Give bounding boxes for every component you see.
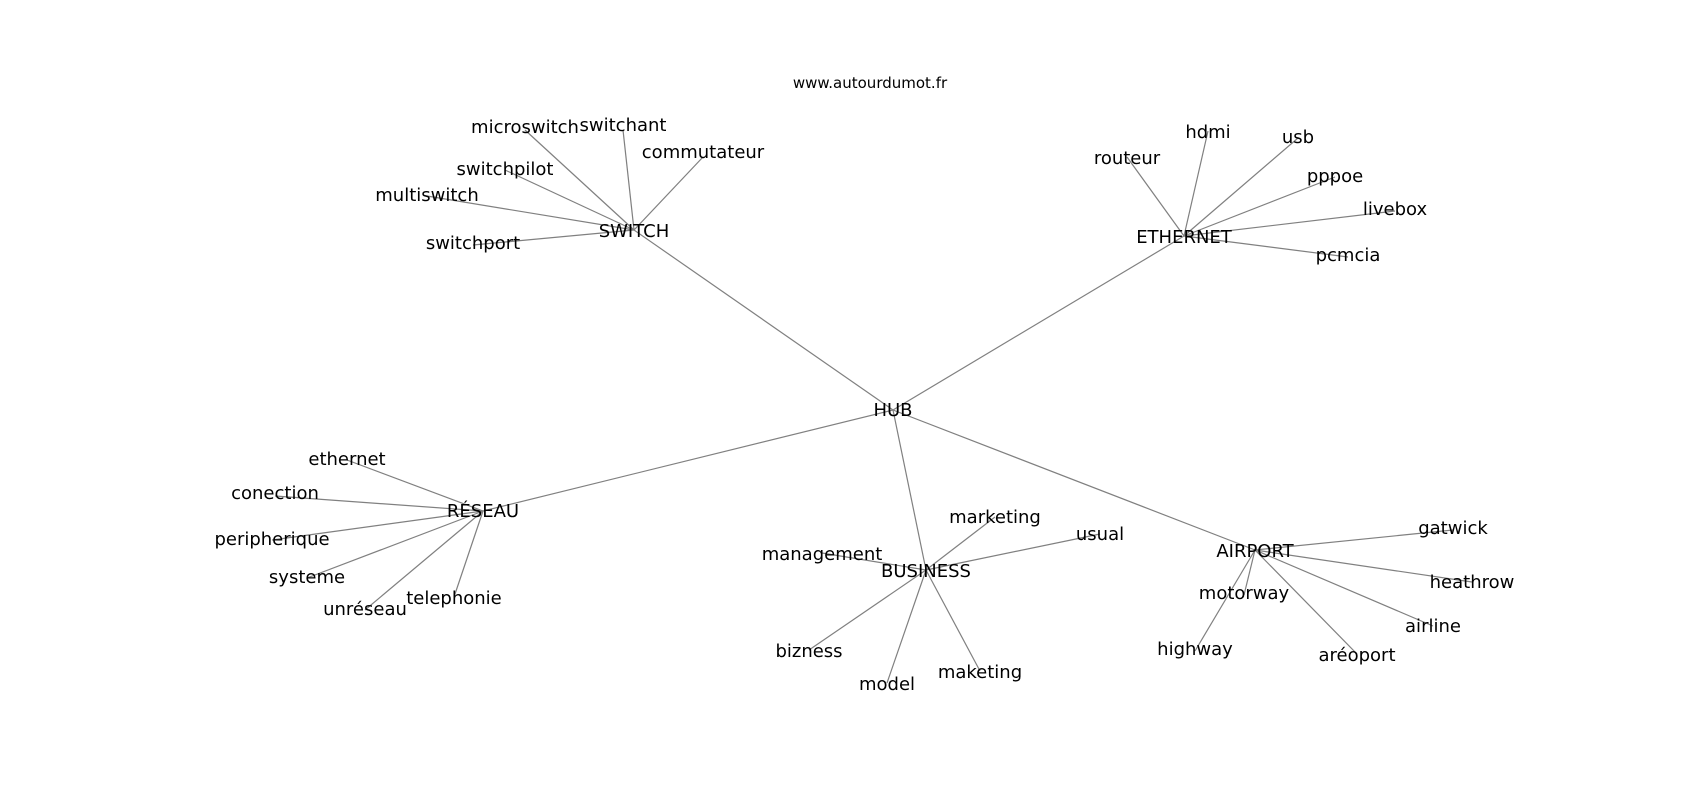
edge-reseau-telephonie [453, 510, 484, 598]
edge-business-bizness [808, 569, 927, 651]
edge-center-airport [892, 409, 1256, 551]
node-word-bizness[interactable]: bizness [775, 641, 842, 662]
node-cluster-reseau[interactable]: RÉSEAU [447, 500, 519, 522]
edge-airport-motorway [1243, 549, 1256, 596]
edge-airport-gatwick [1254, 529, 1454, 551]
node-word-systeme[interactable]: systeme [269, 567, 345, 588]
node-word-airline[interactable]: airline [1405, 616, 1461, 637]
node-word-multiswitch[interactable]: multiswitch [375, 185, 478, 206]
node-word-marketing[interactable]: marketing [949, 507, 1041, 528]
node-word-ethernet[interactable]: ethernet [308, 449, 385, 470]
node-word-conection[interactable]: conection [231, 483, 319, 504]
edge-switch-switchport [472, 229, 635, 246]
node-word-peripherique[interactable]: peripherique [214, 529, 329, 550]
node-center-hub[interactable]: HUB [873, 400, 912, 421]
node-word-telephonie[interactable]: telephonie [406, 588, 502, 609]
edge-ethernet-pppoe [1183, 176, 1336, 237]
edge-reseau-peripherique [271, 510, 484, 541]
node-word-areoport[interactable]: aréoport [1318, 645, 1395, 666]
edge-reseau-systeme [306, 510, 484, 579]
edge-center-switch [633, 229, 894, 411]
edge-ethernet-routeur [1126, 156, 1185, 237]
graph-edges [271, 129, 1473, 684]
node-word-commutateur[interactable]: commutateur [642, 142, 765, 163]
node-word-unreseau[interactable]: unréseau [323, 599, 407, 620]
node-word-hdmi[interactable]: hdmi [1185, 122, 1230, 143]
node-word-highway[interactable]: highway [1157, 639, 1233, 660]
node-word-switchport[interactable]: switchport [426, 233, 520, 254]
edge-airport-airline [1254, 549, 1434, 627]
edge-center-ethernet [892, 235, 1185, 411]
node-word-gatwick[interactable]: gatwick [1418, 518, 1488, 539]
edge-center-business [892, 409, 927, 571]
node-word-motorway[interactable]: motorway [1199, 583, 1290, 604]
edge-airport-areoport [1254, 549, 1358, 655]
node-word-livebox[interactable]: livebox [1363, 199, 1428, 220]
node-cluster-switch[interactable]: SWITCH [599, 221, 670, 242]
edge-switch-switchant [622, 129, 635, 231]
node-word-pppoe[interactable]: pppoe [1307, 166, 1363, 187]
edge-airport-highway [1194, 549, 1256, 652]
edge-airport-heathrow [1254, 549, 1473, 583]
node-word-microswitch[interactable]: microswitch [471, 117, 579, 138]
node-cluster-airport[interactable]: AIRPORT [1216, 541, 1294, 562]
edge-switch-microswitch [524, 129, 635, 231]
edge-switch-commutateur [633, 156, 704, 231]
node-cluster-ethernet[interactable]: ETHERNET [1136, 227, 1233, 248]
edge-reseau-conection [274, 495, 484, 512]
edge-ethernet-pcmcia [1183, 235, 1349, 258]
node-word-management[interactable]: management [762, 544, 883, 565]
node-word-heathrow[interactable]: heathrow [1430, 572, 1515, 593]
edge-business-model [886, 569, 927, 684]
edge-ethernet-usb [1183, 137, 1299, 237]
node-word-maketing[interactable]: maketing [938, 662, 1022, 683]
edge-switch-multiswitch [426, 195, 635, 231]
node-word-routeur[interactable]: routeur [1094, 148, 1161, 169]
edge-center-reseau [482, 409, 894, 512]
edge-ethernet-hdmi [1183, 130, 1209, 237]
node-cluster-business[interactable]: BUSINESS [881, 561, 971, 582]
edge-switch-switchpilot [504, 169, 635, 231]
node-word-usual[interactable]: usual [1076, 524, 1124, 545]
node-word-usb[interactable]: usb [1282, 127, 1314, 148]
node-word-model[interactable]: model [859, 674, 915, 695]
edge-business-usual [925, 533, 1101, 571]
edge-business-maketing [925, 569, 981, 672]
node-word-pcmcia[interactable]: pcmcia [1316, 245, 1381, 266]
node-word-switchpilot[interactable]: switchpilot [457, 159, 554, 180]
site-watermark[interactable]: www.autourdumot.fr [793, 74, 948, 92]
edge-ethernet-livebox [1183, 210, 1396, 237]
edge-business-management [821, 552, 927, 571]
edge-reseau-ethernet [346, 459, 484, 512]
edge-business-marketing [925, 516, 996, 571]
edge-reseau-unreseau [364, 510, 484, 611]
node-word-switchant[interactable]: switchant [580, 115, 667, 136]
